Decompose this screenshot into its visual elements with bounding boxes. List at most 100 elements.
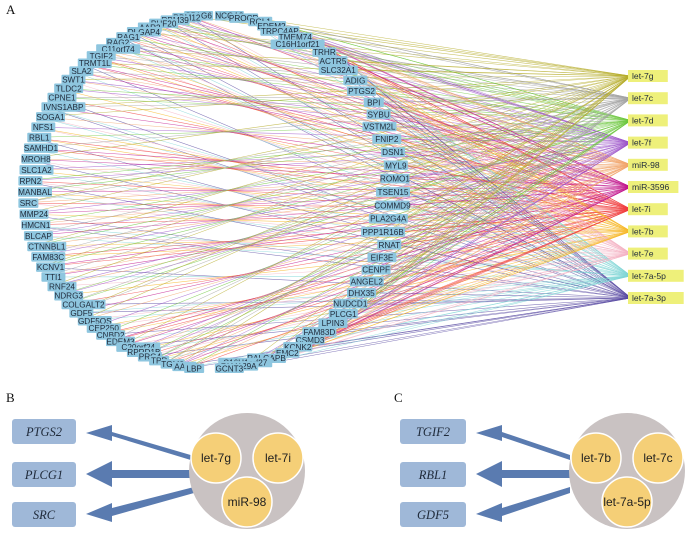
- target-b-2: PLCG1: [24, 468, 63, 482]
- arrow-b-3: [86, 487, 194, 522]
- mirna-node-let-7b: [628, 225, 668, 238]
- mirna-node-let-7i: [628, 203, 668, 216]
- mirna-label-let-7f: let-7f: [632, 138, 652, 148]
- gene-label-tti1: TTI1: [45, 273, 62, 282]
- mirna-circle-c-3: [601, 476, 653, 528]
- edge-rbl1-let-7b: [30, 137, 632, 232]
- mirna-b-1: let-7g: [201, 451, 231, 465]
- mirna-circle-b-3: [221, 476, 273, 528]
- gene-label-kcnk2: KCNK2: [284, 343, 312, 352]
- gene-node-bpi: [363, 97, 384, 108]
- edge-trpc4ap-mir-3596: [296, 30, 632, 188]
- gene-label-trpc4ap: TRPC4AP: [261, 27, 299, 36]
- target-c-2: RBL1: [418, 468, 447, 482]
- gene-node-fam83c: [31, 252, 66, 262]
- edge-tgm2-mir-98: [163, 164, 632, 365]
- edge-ctnnbl1-mir-98: [30, 164, 632, 247]
- edge-c16h1orf21-let-7f: [321, 43, 632, 143]
- gene-label-sla2: SLA2: [71, 67, 91, 76]
- edge-commd9-let-7a-5p: [406, 205, 632, 277]
- edge-samhd1-let-7c: [26, 97, 632, 149]
- edge-tldc2-let-7b: [57, 87, 632, 232]
- edge-c16h1orf21-let-7b: [321, 44, 632, 232]
- target-box-b-3: [12, 502, 76, 527]
- gene-node-soga1: [36, 112, 66, 122]
- gene-label-lpin3: LPIN3: [322, 319, 345, 328]
- edge-csmd3-let-7c: [321, 97, 632, 340]
- gene-label-emc2: EMC2: [276, 349, 299, 358]
- gene-node-fnip2: [372, 134, 402, 144]
- arrow-b-1: [86, 425, 194, 461]
- gene-label-edem2: EDEM2: [257, 22, 286, 31]
- arrow-c-1: [476, 425, 570, 460]
- edge-bpi-let-7c: [380, 97, 632, 103]
- edge-rbm12-let-7a-5p: [175, 17, 632, 277]
- edge-slc32a1-mir-98: [354, 69, 632, 166]
- gene-label-gcnt3: GCNT3: [215, 364, 243, 373]
- gene-label-cenpf: CENPF: [362, 266, 390, 275]
- edge-tti1-mir-3596: [44, 186, 632, 278]
- gene-label-trhr: TRHR: [313, 48, 336, 57]
- edge-ncoa3-let-7a-5p: [240, 15, 632, 277]
- gene-label-gdf5: GDF5: [70, 309, 92, 318]
- edge-sybu-mir-3596: [387, 114, 632, 188]
- gene-node-nudcd1: [333, 298, 368, 309]
- edge-gcnt3-let-7f: [240, 142, 632, 369]
- gene-node-lpin3: [318, 318, 348, 328]
- gene-node-tti1: [41, 272, 66, 282]
- gene-node-kcnv1: [36, 262, 66, 272]
- gene-node-rbl1: [27, 132, 52, 143]
- gene-node-ivns1abp: [41, 102, 86, 112]
- edge-rbm39-let-7d: [163, 19, 632, 121]
- gene-label-fam83c: FAM83C: [32, 253, 64, 262]
- gene-label-src: SRC: [20, 199, 37, 208]
- gene-node-rnf24: [47, 281, 77, 292]
- gene-node-tsen15: [376, 187, 410, 197]
- gene-label-tmem74: TMEM74: [279, 33, 313, 42]
- edge-cenpf-let-7g: [387, 75, 632, 270]
- edge-aar2-mir-98: [140, 27, 632, 166]
- gene-label-dhx35: DHX35: [348, 289, 375, 298]
- gene-label-ptgs2: PTGS2: [348, 87, 375, 96]
- gene-node-src: [18, 198, 39, 208]
- gene-node-tldc2: [54, 83, 84, 94]
- edge-vstm2l-mir-98: [393, 126, 632, 166]
- gene-label-actr5: ACTR5: [320, 57, 347, 66]
- edge-commd9-let-7c: [406, 97, 632, 206]
- mirna-circle-c-2: [632, 432, 684, 484]
- edge-romo1-let-7g: [406, 75, 632, 179]
- edge-gcnt3-let-7a-3p: [240, 297, 632, 369]
- edge-myl9-let-7c: [404, 97, 632, 166]
- edge-romo1-let-7f: [406, 142, 632, 179]
- gene-node-rnat: [377, 240, 402, 250]
- edge-fam129a-let-7g: [254, 75, 632, 367]
- gene-label-tpr: TPR: [151, 357, 167, 366]
- gene-label-mroh8: MROH8: [21, 155, 51, 164]
- edge-romo1-let-7a-3p: [406, 178, 632, 299]
- mirna-node-let-7g: [628, 70, 668, 82]
- mirna-node-let-7c: [628, 92, 668, 105]
- gene-label-cep250: CEP250: [88, 324, 119, 333]
- edge-myl9-let-7g: [404, 75, 632, 166]
- target-box-c-3: [400, 502, 466, 527]
- gene-node-adig: [343, 75, 368, 86]
- gene-label-angel2: ANGEL2: [351, 278, 384, 287]
- edge-fam83d-let-7d: [333, 120, 632, 333]
- target-c-3: GDF5: [417, 508, 449, 522]
- gene-node-cpne1: [47, 92, 77, 103]
- edge-angel2-let-7d: [380, 120, 632, 282]
- gene-node-ndrg3: [54, 290, 84, 301]
- edge-c11orf74-let-7b: [99, 48, 632, 232]
- edge-mmp24-let-7g: [22, 75, 632, 215]
- edge-edem2-let-7d: [282, 25, 632, 121]
- edge-fam83d-let-7a-3p: [333, 297, 632, 333]
- edge-pla2g4a-let-7d: [404, 120, 632, 219]
- gene-node-dhx35: [347, 288, 377, 298]
- network-nodes: SPAG6RBM12RBM39PHF20AAR2DLGAP4RAG1RAG2C1…: [18, 10, 411, 373]
- edge-c16h1orf27-let-7a-5p: [269, 275, 632, 363]
- edge-aa17-let-7b: [175, 231, 632, 367]
- gene-node-gdf5: [69, 308, 94, 318]
- gene-node-ptgs2: [347, 86, 377, 96]
- gene-label-rnat: RNAT: [378, 241, 400, 250]
